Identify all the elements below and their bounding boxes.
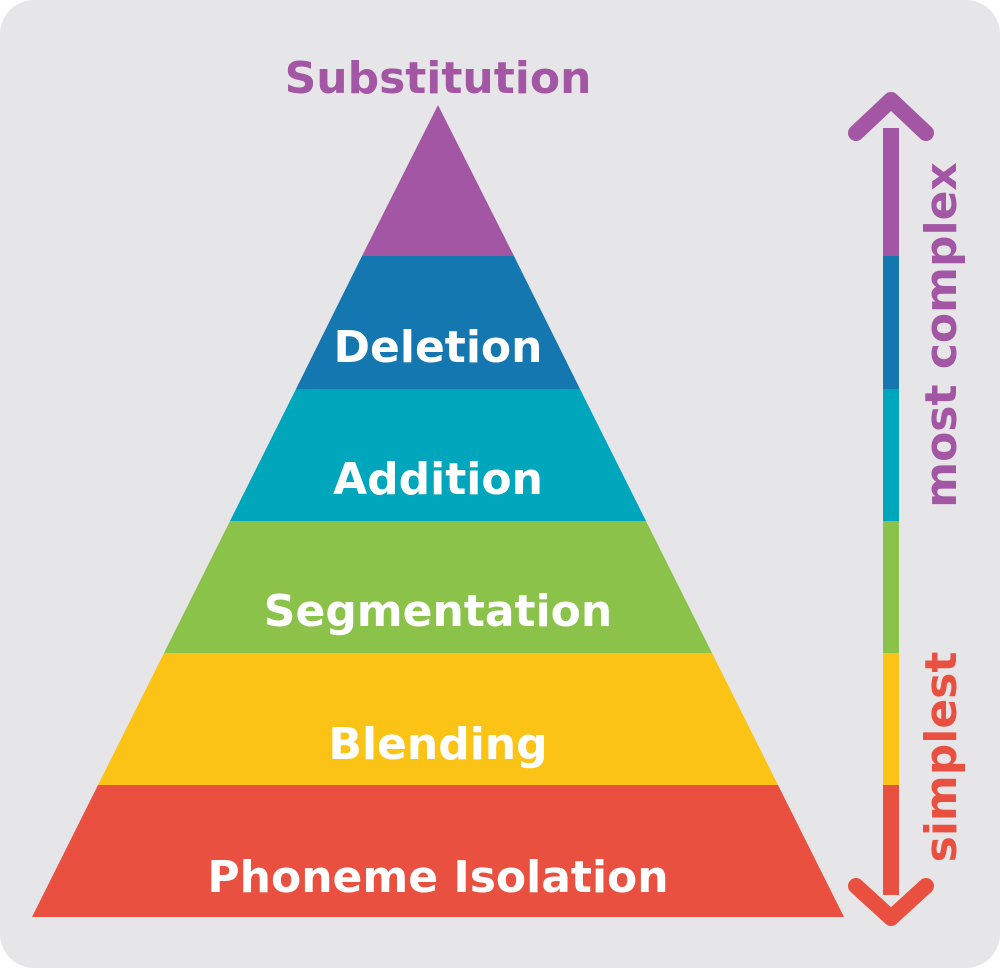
level-label-segmentation: Segmentation xyxy=(264,586,612,637)
scale-label-most-complex: most complex xyxy=(916,162,967,508)
scale-segment-3 xyxy=(883,389,899,521)
pyramid-level-deletion xyxy=(296,256,580,389)
pyramid-level-blending xyxy=(98,653,778,785)
scale-label-simplest: simplest xyxy=(916,652,967,863)
scale-segment-1 xyxy=(883,128,899,256)
level-label-blending: Blending xyxy=(328,719,547,770)
scale-segment-6 xyxy=(883,785,899,895)
complexity-scale xyxy=(848,92,934,926)
scale-segment-5 xyxy=(883,653,899,785)
level-label-deletion: Deletion xyxy=(334,322,543,373)
pyramid-top-label: Substitution xyxy=(285,53,592,104)
pyramid-level-phoneme-isolation xyxy=(32,785,844,917)
level-label-phoneme-isolation: Phoneme Isolation xyxy=(207,852,668,903)
scale-segment-2 xyxy=(883,256,899,389)
pyramid-level-addition xyxy=(230,389,646,521)
arrow-up-icon xyxy=(848,92,934,141)
scale-segment-4 xyxy=(883,521,899,653)
pyramid xyxy=(32,105,844,917)
pyramid-level-segmentation xyxy=(164,521,712,653)
level-label-addition: Addition xyxy=(333,454,543,505)
arrow-down-icon xyxy=(848,878,934,926)
pyramid-level-substitution xyxy=(362,105,514,256)
